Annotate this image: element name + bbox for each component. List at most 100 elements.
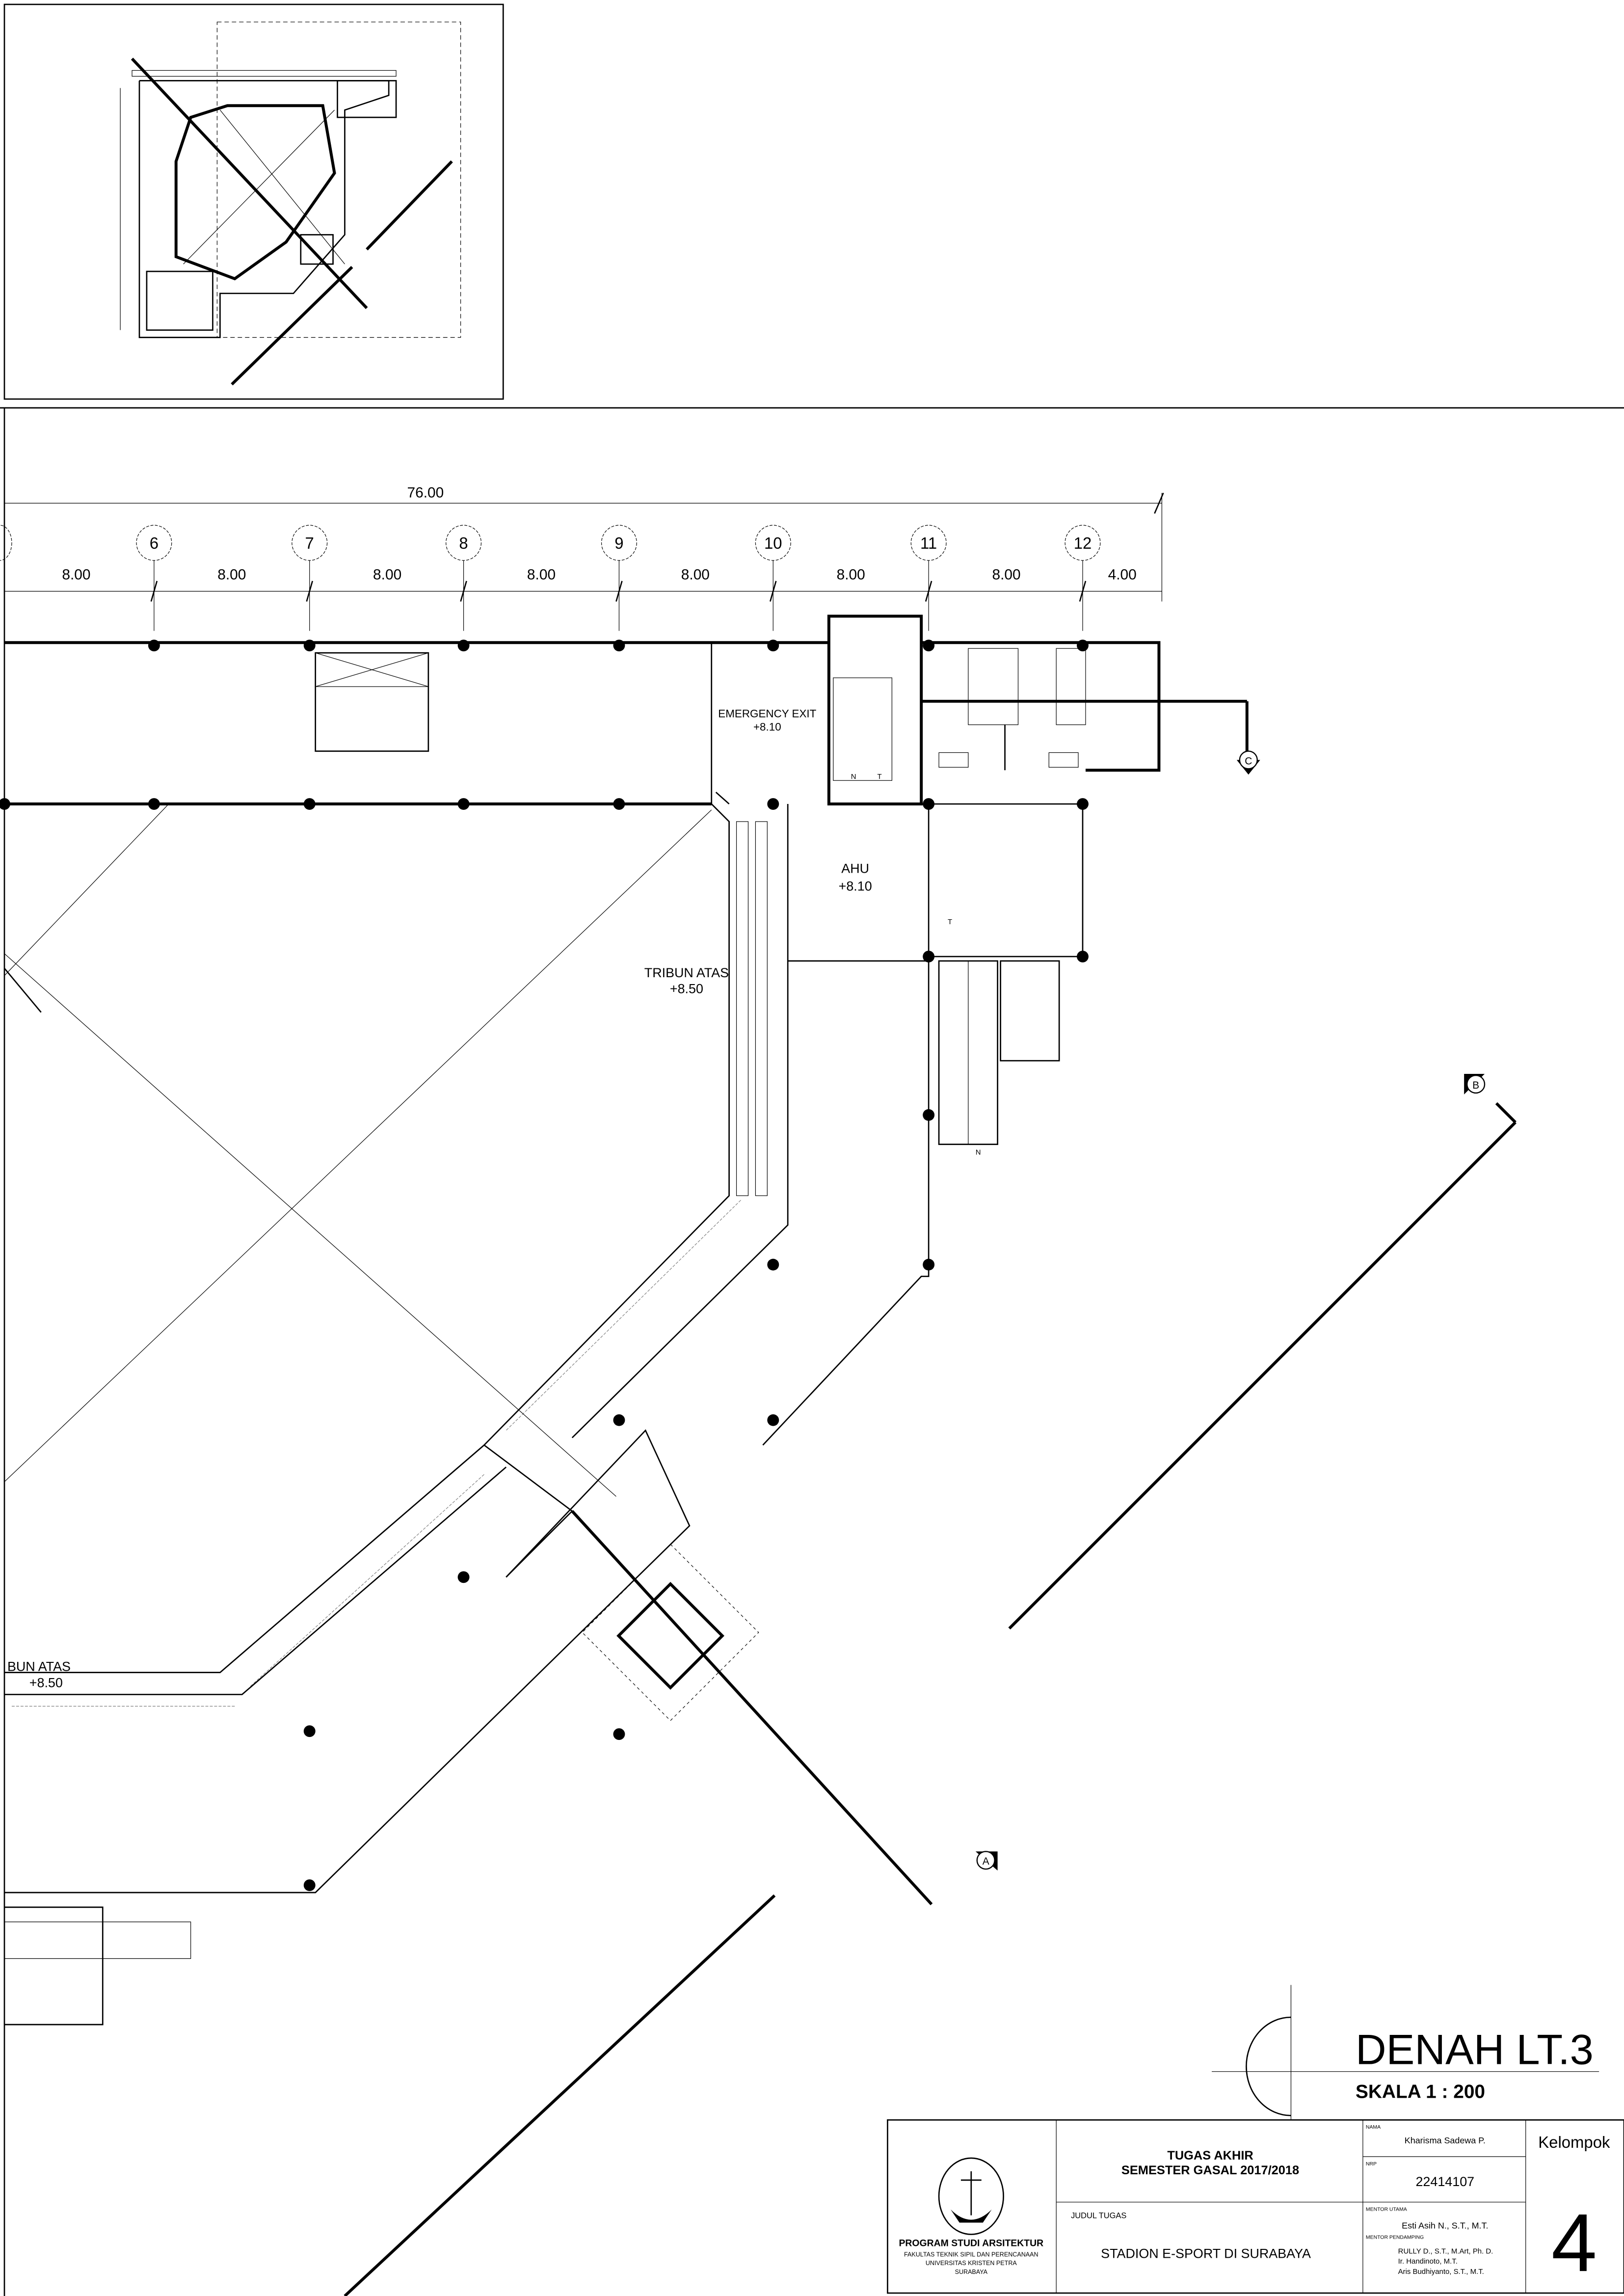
drawing-title: DENAH LT.3 SKALA 1 : 200 [1212, 1985, 1599, 2120]
column [303, 1725, 316, 1737]
span-dimension: 8.00 [62, 567, 90, 583]
column [457, 1571, 470, 1583]
dimension-lines: 76.00 [4, 484, 1164, 602]
column [1077, 640, 1089, 652]
toilets [938, 648, 1086, 771]
column [148, 798, 160, 810]
svg-text:C: C [1245, 755, 1252, 767]
column [767, 1414, 779, 1426]
semester: SEMESTER GASAL 2017/2018 [1121, 2163, 1299, 2177]
city-name: SURABAYA [955, 2269, 988, 2275]
escalators [582, 960, 1060, 1721]
program-name: PROGRAM STUDI ARSITEKTUR [899, 2238, 1043, 2248]
column [457, 640, 470, 652]
university-logo [938, 2157, 1004, 2235]
escalator-up-mark: T [948, 918, 952, 926]
room-label-ahu: AHU [841, 861, 869, 876]
stair-up-mark: T [878, 773, 882, 781]
project-title: STADION E-SPORT DI SURABAYA [1101, 2246, 1311, 2261]
column [303, 798, 316, 810]
column [613, 640, 625, 652]
kelompok-number: 4 [1551, 2197, 1597, 2289]
mentor-pendamping-label: MENTOR PENDAMPING [1366, 2235, 1424, 2240]
grid-label: 9 [614, 534, 623, 552]
column [613, 798, 625, 810]
dimension-tick [306, 581, 313, 602]
span-dimension: 8.00 [527, 567, 556, 583]
key-plan [3, 3, 504, 400]
mentor-pendamping-2: Ir. Handinoto, M.T. [1398, 2257, 1458, 2266]
dimension-tick [925, 581, 932, 602]
mentor-pendamping-1: RULLY D., S.T., M.Art, Ph. D. [1398, 2247, 1493, 2255]
grid-label: 8 [459, 534, 468, 552]
tribune-seating [11, 821, 768, 1707]
stair-upper [315, 652, 893, 781]
grid-bubble-partial [0, 525, 12, 561]
total-dimension: 76.00 [407, 484, 444, 501]
room-level-ahu: +8.10 [839, 879, 872, 893]
column [613, 1728, 625, 1740]
room-label-tribun-atas-2: BUN ATAS [7, 1659, 71, 1674]
column [923, 1258, 935, 1271]
dimension-tick [770, 581, 777, 602]
grid-label: 12 [1074, 534, 1092, 552]
column [1077, 950, 1089, 962]
title-block: PROGRAM STUDI ARSITEKTUR FAKULTAS TEKNIK… [887, 2119, 1624, 2294]
column [303, 640, 316, 652]
course-title: TUGAS AKHIR [1167, 2149, 1253, 2163]
mentor-pendamping-3: Aris Budhiyanto, S.T., M.T. [1398, 2268, 1484, 2276]
judul-label: JUDUL TUGAS [1071, 2212, 1126, 2220]
span-dimension: 8.00 [217, 567, 246, 583]
span-dimension: 8.00 [681, 567, 710, 583]
column [923, 1109, 935, 1121]
grid-label: 7 [305, 534, 314, 552]
section-marker-c: C [1236, 750, 1260, 775]
column [0, 798, 10, 810]
span-dimension: 8.00 [373, 567, 401, 583]
room-label-tribun-atas: TRIBUN ATAS [644, 965, 729, 980]
drawing-title-text: DENAH LT.3 [1356, 2027, 1594, 2074]
dimension-tick [1079, 581, 1087, 602]
student-nrp: 22414107 [1415, 2174, 1474, 2189]
mentor-utama-label: MENTOR UTAMA [1366, 2207, 1407, 2213]
column [613, 1414, 625, 1426]
nama-label: NAMA [1366, 2125, 1381, 2130]
grid-label: 11 [920, 534, 937, 552]
column [923, 950, 935, 962]
dimension-tick [615, 581, 623, 602]
section-marker-b: B [1464, 1074, 1486, 1095]
column [767, 1258, 779, 1271]
column [923, 640, 935, 652]
column [767, 640, 779, 652]
outer-lines [344, 699, 1517, 2296]
faculty-name: FAKULTAS TEKNIK SIPIL DAN PERENCANAAN [904, 2251, 1038, 2258]
student-name: Kharisma Sadewa P. [1405, 2136, 1486, 2145]
nrp-label: NRP [1366, 2162, 1377, 2167]
column [923, 798, 935, 810]
column [148, 640, 160, 652]
escalator-down-mark: N [976, 1148, 981, 1156]
section-marker-a: A [975, 1851, 998, 1871]
column [1077, 798, 1089, 810]
span-dimension: 4.00 [1108, 567, 1137, 583]
room-level-emergency-exit: +8.10 [753, 721, 781, 733]
university-name: UNIVERSITAS KRISTEN PETRA [926, 2260, 1017, 2267]
grid-label: 6 [150, 534, 159, 552]
room-level-tribun-atas: +8.50 [670, 982, 703, 996]
mentor-utama: Esti Asih N., S.T., M.T. [1402, 2221, 1488, 2231]
kelompok-label: Kelompok [1538, 2133, 1610, 2151]
field-diagonals [4, 809, 712, 1497]
room-label-emergency-exit: EMERGENCY EXIT [718, 708, 816, 720]
structural-columns [0, 640, 1089, 1891]
column [457, 798, 470, 810]
svg-text:B: B [1472, 1080, 1479, 1091]
drawing-scale: SKALA 1 : 200 [1356, 2081, 1485, 2102]
building-walls [3, 614, 1161, 2026]
column [303, 1879, 316, 1891]
room-level-tribun-atas-2: +8.50 [29, 1676, 63, 1690]
svg-text:A: A [983, 1856, 989, 1867]
dimension-tick [460, 581, 467, 602]
span-dimension: 8.00 [837, 567, 865, 583]
